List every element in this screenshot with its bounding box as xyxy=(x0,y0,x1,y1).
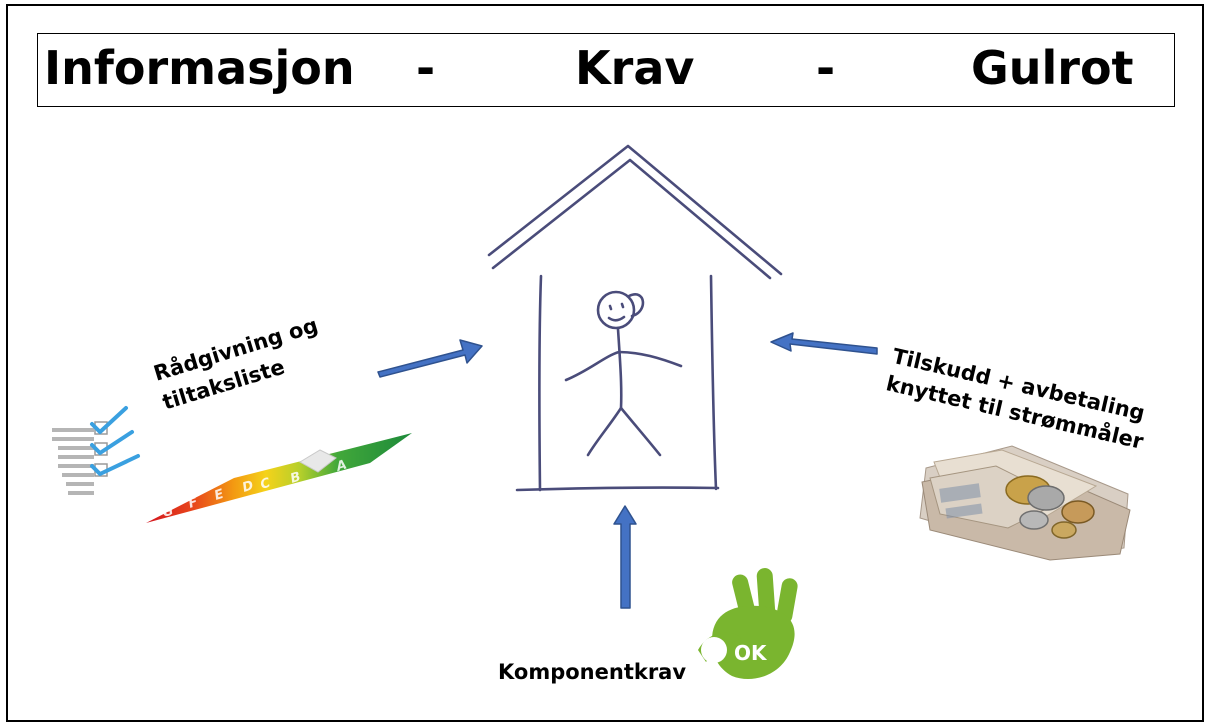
house-sketch xyxy=(487,144,783,492)
svg-text:G: G xyxy=(161,503,176,521)
figure-ear xyxy=(627,293,645,318)
title-separator: - xyxy=(816,41,836,95)
title-gulrot: Gulrot xyxy=(971,41,1134,95)
arrow-bottom xyxy=(613,505,637,609)
figure-body xyxy=(616,327,623,410)
energy-label-icon: G F E D C B A xyxy=(146,433,412,523)
title-separator: - xyxy=(416,41,436,95)
svg-text:D: D xyxy=(241,478,256,496)
label-komponentkrav: Komponentkrav xyxy=(498,660,687,684)
slide-frame xyxy=(6,4,1204,722)
title-informasjon: Informasjon xyxy=(44,41,355,95)
floor xyxy=(515,486,720,492)
title-krav: Krav xyxy=(575,41,695,95)
ok-hand-icon xyxy=(698,568,798,679)
money-icon xyxy=(919,445,1131,561)
roof-inner xyxy=(491,158,772,280)
figure-arms xyxy=(564,350,683,382)
arrow-left xyxy=(377,339,483,378)
wall-right xyxy=(709,274,718,491)
wall-left xyxy=(538,274,543,492)
svg-text:B: B xyxy=(289,469,303,486)
roof-outer xyxy=(487,144,783,276)
figure-head xyxy=(596,290,636,330)
figure-legs xyxy=(586,406,662,457)
checklist-icon xyxy=(52,406,140,495)
svg-text:A: A xyxy=(334,457,349,475)
title-bar: Informasjon - Krav - Gulrot xyxy=(37,33,1175,107)
figure-face xyxy=(607,302,626,322)
ok-badge-text: OK xyxy=(734,641,767,665)
arrow-right xyxy=(770,332,878,355)
